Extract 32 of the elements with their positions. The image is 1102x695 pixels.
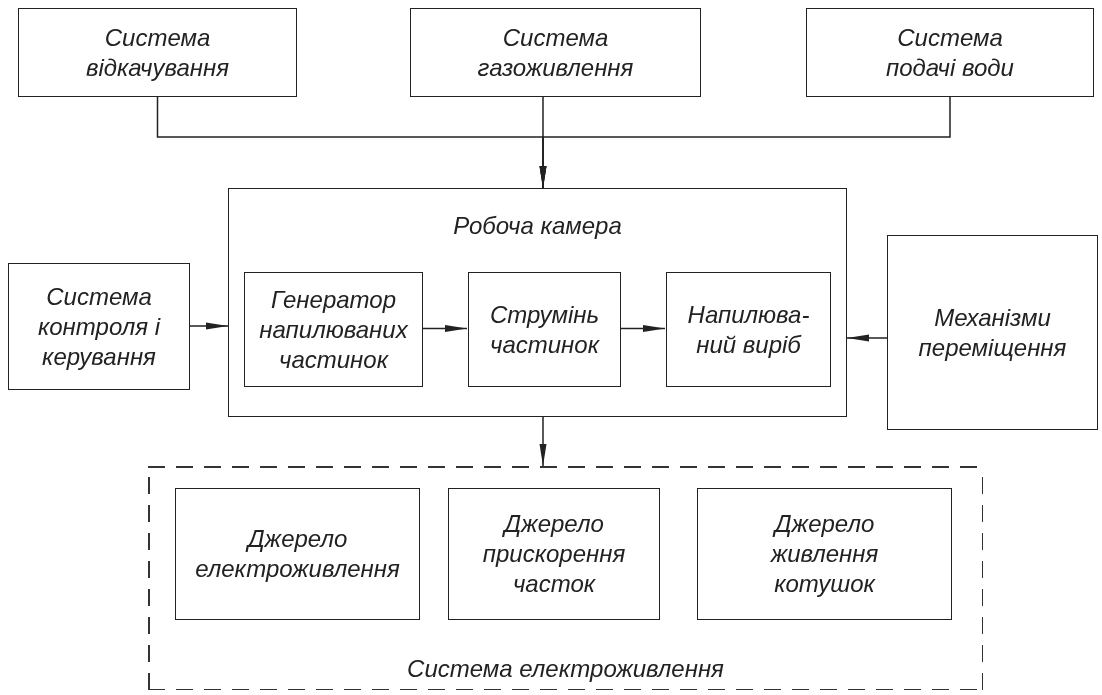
box-label: Система контроля і керування — [36, 281, 162, 372]
process-box — [410, 8, 701, 97]
arrow — [846, 334, 888, 342]
arrow — [539, 96, 951, 189]
box-label: Струмінь частинок — [488, 299, 601, 360]
process-box — [666, 272, 831, 387]
process-box — [468, 272, 621, 387]
arrow — [539, 416, 547, 467]
arrow — [421, 325, 468, 332]
process-box — [448, 488, 660, 620]
process-box — [228, 188, 847, 417]
process-box — [18, 8, 297, 97]
process-box — [806, 8, 1094, 97]
process-box — [175, 488, 420, 620]
box-label: Напилюва- ний виріб — [686, 299, 811, 360]
process-box — [244, 272, 423, 387]
box-label: Джерело прискорення часток — [481, 509, 627, 599]
group-title: Робоча камера — [453, 211, 622, 241]
group-title: Система електроживлення — [407, 654, 724, 684]
box-label: Система відкачування — [84, 22, 231, 83]
box-label: Джерело електроживлення — [194, 524, 401, 584]
arrow — [189, 322, 229, 330]
box-label: Генератор напилюваних частинок — [258, 284, 409, 375]
process-box — [8, 263, 190, 390]
box-label: Система газоживлення — [476, 22, 635, 83]
arrow — [619, 325, 666, 332]
box-label: Механізми переміщення — [917, 302, 1068, 363]
process-box — [887, 235, 1098, 430]
group-frame — [148, 466, 983, 690]
box-label: Джерело живлення котушок — [769, 509, 880, 599]
box-label: Система подачі води — [885, 22, 1015, 83]
process-box — [697, 488, 952, 620]
